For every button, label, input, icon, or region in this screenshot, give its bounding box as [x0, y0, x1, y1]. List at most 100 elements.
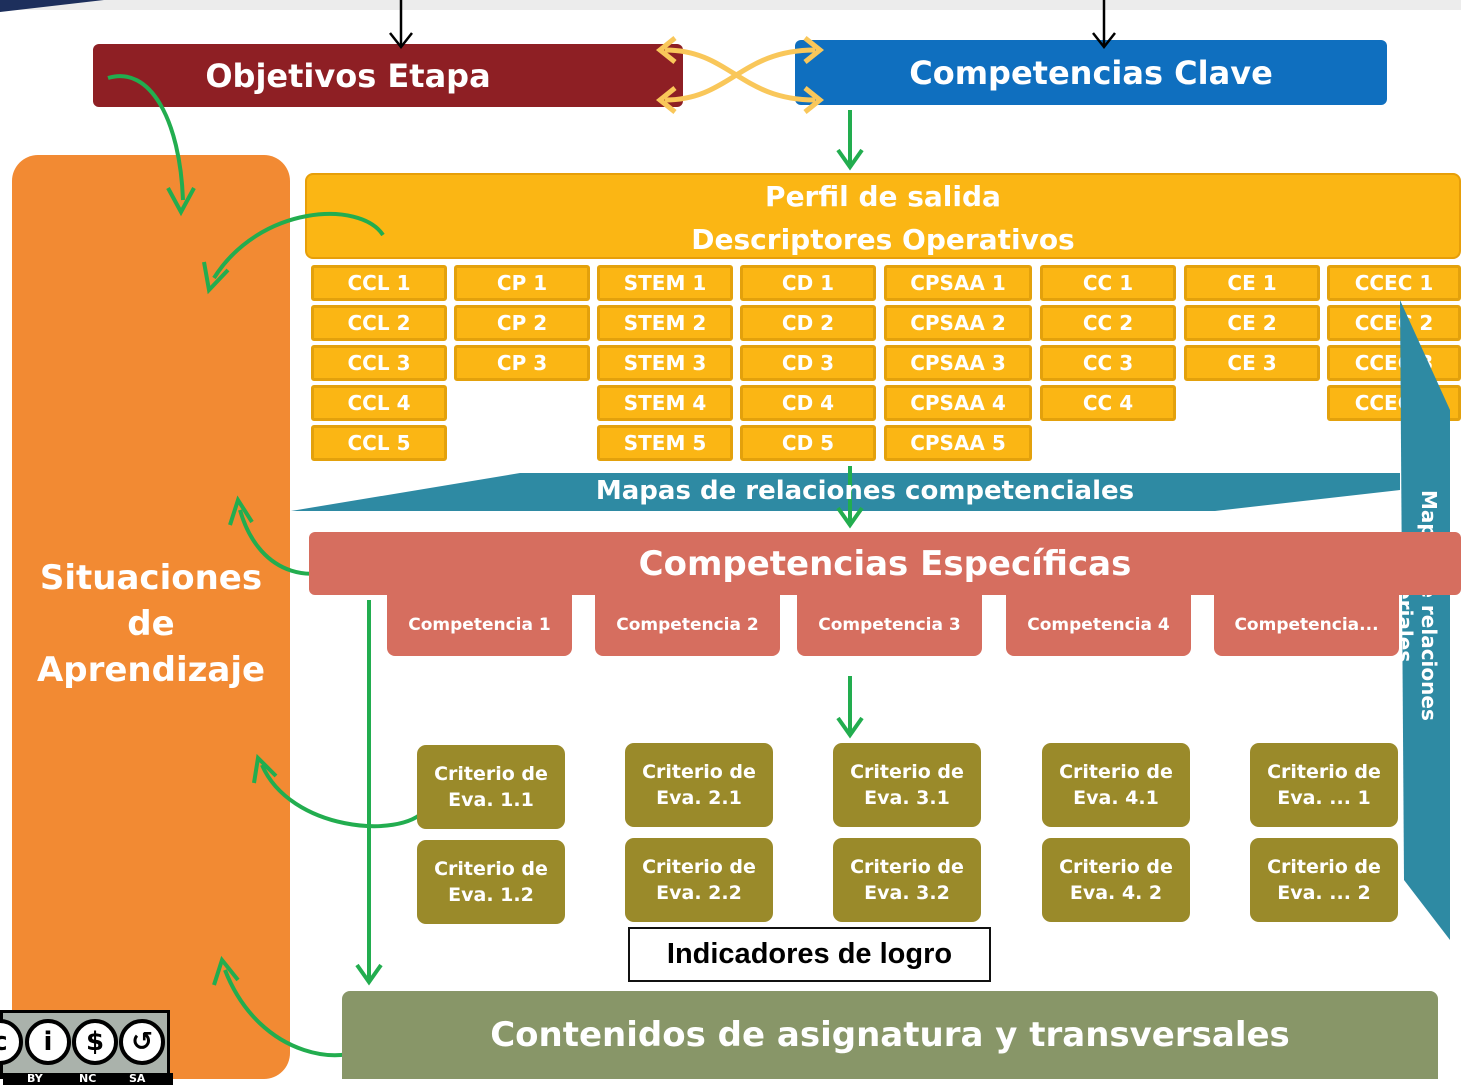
criterio-3-1-line2: Eva. 3.1: [864, 787, 950, 809]
descriptor-cc-4: CC 4: [1040, 385, 1176, 421]
criterio-4-1-line1: Criterio de: [1059, 761, 1173, 783]
descriptor-stem-1: STEM 1: [597, 265, 733, 301]
criterio-2-1-line1: Criterio de: [642, 761, 756, 783]
descriptor-cd-1: CD 1: [740, 265, 876, 301]
criterio-3-1-line1: Criterio de: [850, 761, 964, 783]
criterio-n-2: Criterio de Eva. ... 2: [1250, 838, 1398, 922]
descriptor-cpsaa-1: CPSAA 1: [884, 265, 1032, 301]
cc-icon: c: [0, 1019, 23, 1065]
situaciones-line-1: Situaciones: [39, 558, 263, 598]
arrow-criterios-to-situaciones-head: [252, 753, 278, 784]
competencias-especificas-bar: Competencias Específicas: [309, 532, 1461, 595]
mapas-criteriales-label: Mapas de relaciones criteriales: [1393, 489, 1441, 721]
competencia-4-box: Competencia 4: [1006, 594, 1191, 656]
descriptor-cpsaa-4: CPSAA 4: [884, 385, 1032, 421]
objetivos-etapa-bar: Objetivos Etapa: [93, 44, 683, 107]
criterio-2-2-line1: Criterio de: [642, 856, 756, 878]
top-arrow-right-head: [1092, 32, 1116, 50]
criterio-4-1-line2: Eva. 4.1: [1073, 787, 1159, 809]
descriptor-cd-3: CD 3: [740, 345, 876, 381]
arrow-objetivos-to-situaciones: [107, 74, 185, 201]
descriptor-cc-2: CC 2: [1040, 305, 1176, 341]
indicadores-logro-label: Indicadores de logro: [666, 938, 953, 970]
cc-license-badge: c i $ ↺ BY NC SA: [0, 1010, 173, 1085]
descriptor-ccl-1: CCL 1: [311, 265, 447, 301]
contenidos-bar: Contenidos de asignatura y transversales: [342, 991, 1438, 1079]
mapas-criteriales-band: [1400, 300, 1450, 940]
descriptor-cp-2: CP 2: [454, 305, 590, 341]
perfil-salida-bar: Perfil de salida Descriptores Operativos: [305, 173, 1461, 259]
corner-decoration: [0, 0, 104, 12]
descriptor-ccl-2: CCL 2: [311, 305, 447, 341]
descriptor-cpsaa-3: CPSAA 3: [884, 345, 1032, 381]
criterio-3-2-line2: Eva. 3.2: [864, 882, 950, 904]
arrow-objetivos-to-situaciones-head: [166, 187, 196, 217]
perfil-salida-title: Perfil de salida: [765, 180, 1001, 213]
descriptor-ccec-1: CCEC 1: [1327, 265, 1461, 301]
top-arrow-left-head: [389, 32, 413, 50]
descriptor-stem-3: STEM 3: [597, 345, 733, 381]
cross-arrowhead-left-bottom: [655, 86, 677, 114]
criterio-3-1: Criterio de Eva. 3.1: [833, 743, 981, 827]
criterio-2-1-line2: Eva. 2.1: [656, 787, 742, 809]
criterio-4-2-line1: Criterio de: [1059, 856, 1173, 878]
descriptor-cp-3: CP 3: [454, 345, 590, 381]
criterio-1-2-line1: Criterio de: [434, 858, 548, 880]
descriptor-stem-2: STEM 2: [597, 305, 733, 341]
arrow-perfil-to-situaciones: [212, 211, 385, 280]
situaciones-line-2: de: [127, 604, 175, 644]
descriptor-cp-1: CP 1: [454, 265, 590, 301]
competencia-more-box: Competencia...: [1214, 594, 1399, 656]
situaciones-aprendizaje-label: Situaciones de Aprendizaje: [12, 555, 290, 693]
criterio-2-2: Criterio de Eva. 2.2: [625, 838, 773, 922]
competencias-clave-label: Competencias Clave: [909, 53, 1273, 92]
competencias-especificas-title: Competencias Específicas: [638, 543, 1132, 584]
descriptor-ccl-5: CCL 5: [311, 425, 447, 461]
criterio-1-1-line2: Eva. 1.1: [448, 789, 534, 811]
situaciones-aprendizaje-column: Situaciones de Aprendizaje: [12, 155, 290, 1079]
descriptor-ce-3: CE 3: [1184, 345, 1320, 381]
criterio-n-2-line1: Criterio de: [1267, 856, 1381, 878]
objetivos-etapa-label: Objetivos Etapa: [205, 56, 491, 95]
descriptor-cd-4: CD 4: [740, 385, 876, 421]
descriptor-cc-1: CC 1: [1040, 265, 1176, 301]
mapas-competenciales-band: [291, 473, 1400, 511]
arrow-especificas-to-criterios-head: [836, 716, 864, 739]
cross-arrowhead-right-bottom: [803, 86, 825, 114]
descriptor-cpsaa-2: CPSAA 2: [884, 305, 1032, 341]
mapas-competenciales-label: Mapas de relaciones competenciales: [595, 476, 1135, 506]
criterio-1-1-line1: Criterio de: [434, 763, 548, 785]
criterio-1-1: Criterio de Eva. 1.1: [417, 745, 565, 829]
competencia-3-box: Competencia 3: [797, 594, 982, 656]
descriptor-ccl-4: CCL 4: [311, 385, 447, 421]
criterio-n-2-line2: Eva. ... 2: [1277, 882, 1371, 904]
contenidos-label: Contenidos de asignatura y transversales: [490, 1015, 1290, 1055]
descriptor-ccl-3: CCL 3: [311, 345, 447, 381]
criterio-1-2-line2: Eva. 1.2: [448, 884, 534, 906]
sa-sharealike-icon: ↺: [119, 1019, 165, 1065]
descriptor-stem-5: STEM 5: [597, 425, 733, 461]
descriptor-ce-2: CE 2: [1184, 305, 1320, 341]
cross-arrow-2: [664, 47, 816, 103]
arrow-especificas-to-situaciones-head: [228, 495, 254, 526]
nc-noncommercial-icon: $: [72, 1019, 118, 1065]
descriptor-cd-5: CD 5: [740, 425, 876, 461]
descriptores-operativos-title: Descriptores Operativos: [691, 223, 1075, 256]
cross-arrowhead-left-top: [655, 36, 677, 64]
criterio-n-1-line2: Eva. ... 1: [1277, 787, 1371, 809]
competencias-clave-bar: Competencias Clave: [795, 40, 1387, 105]
descriptor-cd-2: CD 2: [740, 305, 876, 341]
arrow-clave-to-perfil-head: [836, 148, 864, 171]
criterio-3-2-line1: Criterio de: [850, 856, 964, 878]
descriptor-ce-1: CE 1: [1184, 265, 1320, 301]
arrow-contenidos-to-situaciones-head: [212, 955, 240, 986]
criterio-1-2: Criterio de Eva. 1.2: [417, 840, 565, 924]
arrow-especificas-to-contenidos-head: [355, 963, 383, 986]
criterio-2-2-line2: Eva. 2.2: [656, 882, 742, 904]
descriptor-cpsaa-5: CPSAA 5: [884, 425, 1032, 461]
descriptor-stem-4: STEM 4: [597, 385, 733, 421]
competencia-1-box: Competencia 1: [387, 594, 572, 656]
criterio-3-2: Criterio de Eva. 3.2: [833, 838, 981, 922]
